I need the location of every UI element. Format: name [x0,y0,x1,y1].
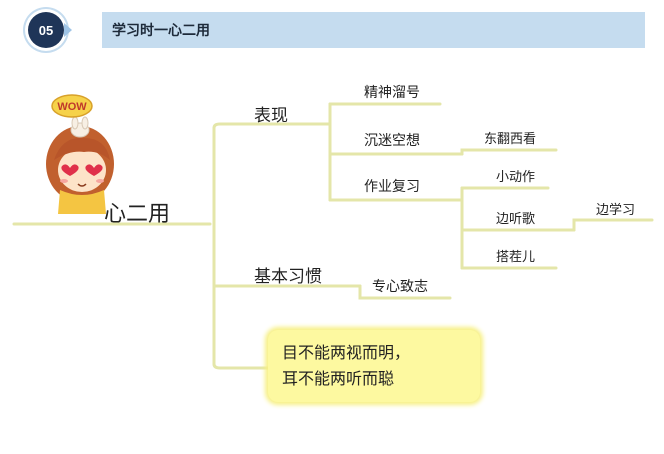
root-node: 心二用 [104,202,171,227]
habit-child: 专心致志 [372,279,428,295]
branch-performance-line [212,122,332,130]
branch-performance: 表现 [254,106,288,126]
badge-arrow-icon [64,23,72,37]
music-child: 边学习 [596,203,636,218]
quote-bubble: 目不能两视而明， 耳不能两听而聪 [268,330,480,402]
branch-habit: 基本习惯 [254,267,322,287]
daydream-child-line [460,148,558,156]
perf-item-distracted: 精神溜号 [364,85,420,101]
branch-quote-line [212,362,270,370]
quote-line-2: 耳不能两听而聪 [282,369,395,388]
wow-sticker-text: WOW [57,101,87,113]
section-number-badge: 05 [28,12,64,48]
music-child-line [572,218,654,232]
quote-line-1: 目不能两视而明， [282,343,411,362]
habit-child-line [358,284,452,300]
perf-item-homework: 作业复习 [364,179,420,195]
homework-child-music: 边听歌 [496,212,536,227]
homework-child-fidget: 小动作 [496,170,536,185]
daydream-child: 东翻西看 [484,132,537,147]
cartoon-girl-icon: WOW [46,94,114,214]
perf-item-daydream: 沉迷空想 [364,133,420,149]
section-title: 学习时一心二用 [102,12,645,48]
homework-child-chatter: 搭茬儿 [496,250,536,265]
